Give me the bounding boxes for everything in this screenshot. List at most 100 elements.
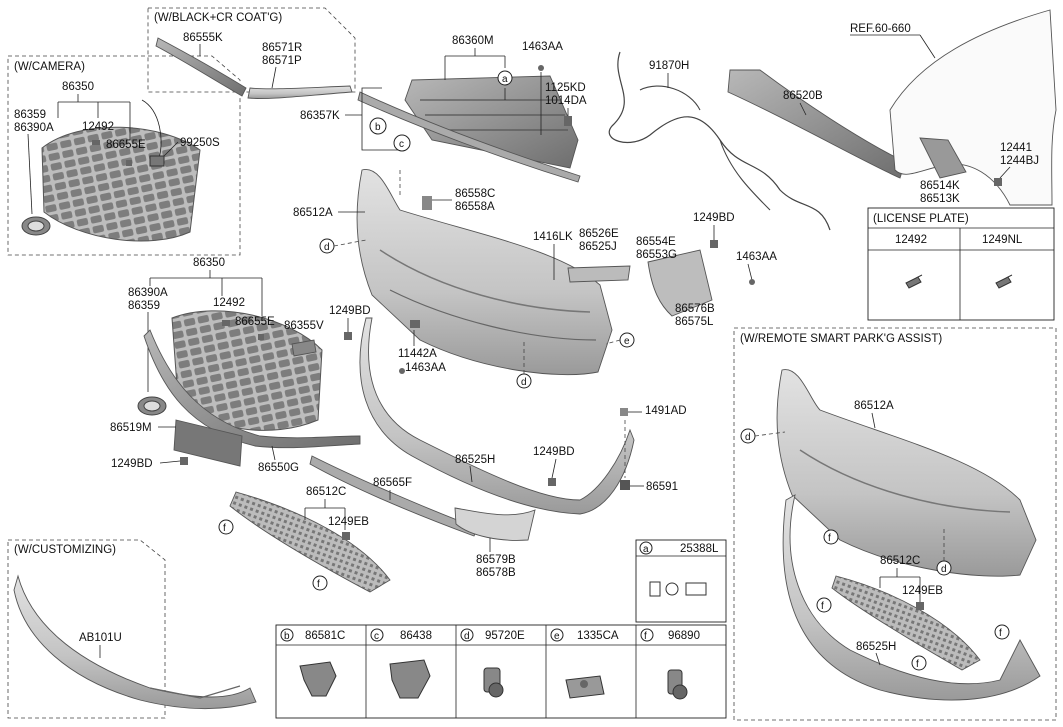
label-12441: 12441	[1000, 142, 1032, 154]
svg-text:d: d	[745, 432, 751, 443]
svg-text:f: f	[317, 579, 320, 590]
label-86513K: 86513K	[920, 193, 960, 205]
label-86390A-cam: 86390A	[14, 122, 54, 134]
molding-86571R	[247, 85, 353, 99]
lower-bumper-86525H-remote	[782, 494, 1041, 701]
legend-d-code: 95720E	[485, 630, 525, 642]
label-1244BJ: 1244BJ	[1000, 155, 1039, 167]
carrier-86360M	[404, 75, 579, 169]
label-1125KD: 1125KD	[545, 82, 586, 94]
bracket-86554E	[647, 249, 713, 317]
label-86591: 86591	[646, 481, 678, 493]
svg-text:f: f	[821, 601, 824, 612]
callout-d2: d	[516, 373, 532, 389]
label-86360M: 86360M	[452, 35, 494, 47]
license-plate-title: (LICENSE PLATE)	[873, 213, 969, 225]
legend-b-code: 86581C	[305, 630, 345, 642]
label-1491AD: 1491AD	[645, 405, 687, 417]
molding-86555K	[155, 37, 247, 97]
label-1249BD-b: 1249BD	[533, 446, 575, 458]
molding-86357K	[357, 91, 581, 183]
label-86525H: 86525H	[455, 454, 495, 466]
label-1463AA-m: 1463AA	[405, 362, 446, 374]
wiring-91870H	[608, 51, 831, 231]
label-86655E: 86655E	[235, 316, 275, 328]
label-86553G: 86553G	[636, 249, 677, 261]
callout-a: a	[497, 70, 513, 86]
svg-text:b: b	[375, 122, 381, 133]
license-col2: 1249NL	[982, 234, 1023, 246]
bracket-86514K	[919, 137, 967, 179]
label-86558A: 86558A	[455, 201, 495, 213]
svg-text:b: b	[284, 631, 290, 642]
label-1249EB-remote: 1249EB	[902, 585, 943, 597]
callout-f4: f	[816, 597, 832, 613]
clip-86558C	[422, 196, 432, 210]
label-86526E: 86526E	[579, 228, 619, 240]
legend-c-code: 86438	[400, 630, 432, 642]
svg-text:f: f	[223, 523, 226, 534]
license-col1: 12492	[895, 234, 927, 246]
legend-a-code: 25388L	[680, 543, 719, 555]
warning-label-icon	[649, 581, 707, 597]
label-86359: 86359	[128, 300, 160, 312]
lower-grille-86512C	[229, 491, 391, 593]
label-86350: 86350	[193, 257, 225, 269]
legend-a	[635, 539, 727, 623]
label-86350-cam: 86350	[62, 81, 94, 93]
cover-86526E	[567, 265, 631, 283]
callout-d3: d	[740, 428, 756, 444]
beam-86520B	[727, 69, 906, 179]
bumper-AB101U	[13, 574, 257, 710]
svg-text:f: f	[916, 659, 919, 670]
label-86558C: 86558C	[455, 188, 495, 200]
remote-group-title: (W/REMOTE SMART PARK'G ASSIST)	[740, 333, 942, 345]
label-86512C: 86512C	[306, 486, 346, 498]
svg-text:d: d	[464, 631, 470, 642]
label-1416LK: 1416LK	[533, 231, 573, 243]
plate-86519M	[173, 419, 243, 467]
clip-86438-icon	[389, 659, 431, 699]
label-AB101U: AB101U	[79, 632, 122, 644]
legend-f: f 96890	[640, 628, 700, 700]
label-1249BD-m: 1249BD	[329, 305, 371, 317]
label-1249EB: 1249EB	[328, 516, 369, 528]
callout-b: b	[369, 117, 387, 135]
label-86550G: 86550G	[258, 462, 299, 474]
lower-grille-86512C-remote	[831, 575, 981, 671]
label-86576B: 86576B	[675, 303, 715, 315]
svg-text:f: f	[828, 533, 831, 544]
label-86512A: 86512A	[293, 207, 333, 219]
garnish-86579B	[454, 507, 536, 541]
customizing-group-title: (W/CUSTOMIZING)	[14, 544, 116, 556]
label-91870H: 91870H	[649, 60, 689, 72]
bracket-86355V	[291, 339, 317, 357]
callout-f2: f	[312, 575, 328, 591]
screw-12492-cam	[92, 140, 100, 145]
svg-text:f: f	[999, 628, 1002, 639]
label-86355V: 86355V	[284, 320, 324, 332]
legend-d: d 95720E	[460, 628, 525, 698]
camera-99250S	[149, 155, 165, 167]
svg-text:d: d	[521, 377, 527, 388]
legend-c: c 86438	[370, 628, 432, 699]
svg-text:e: e	[554, 631, 560, 642]
label-86520B: 86520B	[783, 90, 823, 102]
legend-f-code: 96890	[668, 630, 700, 642]
ref-label: REF.60-660	[850, 23, 911, 35]
label-86357K: 86357K	[300, 110, 340, 122]
label-1014DA: 1014DA	[545, 95, 587, 107]
svg-text:d: d	[941, 564, 947, 575]
label-1463AA-top: 1463AA	[522, 41, 563, 53]
callout-f1: f	[218, 519, 234, 535]
callout-d4: d	[936, 560, 952, 576]
svg-text:d: d	[324, 242, 330, 253]
callout-c: c	[393, 134, 411, 152]
screw-12492-icon	[905, 274, 923, 289]
label-86579B: 86579B	[476, 554, 516, 566]
svg-text:c: c	[399, 139, 404, 150]
label-86554E: 86554E	[636, 236, 676, 248]
label-86575L: 86575L	[675, 316, 714, 328]
label-86519M: 86519M	[110, 422, 152, 434]
